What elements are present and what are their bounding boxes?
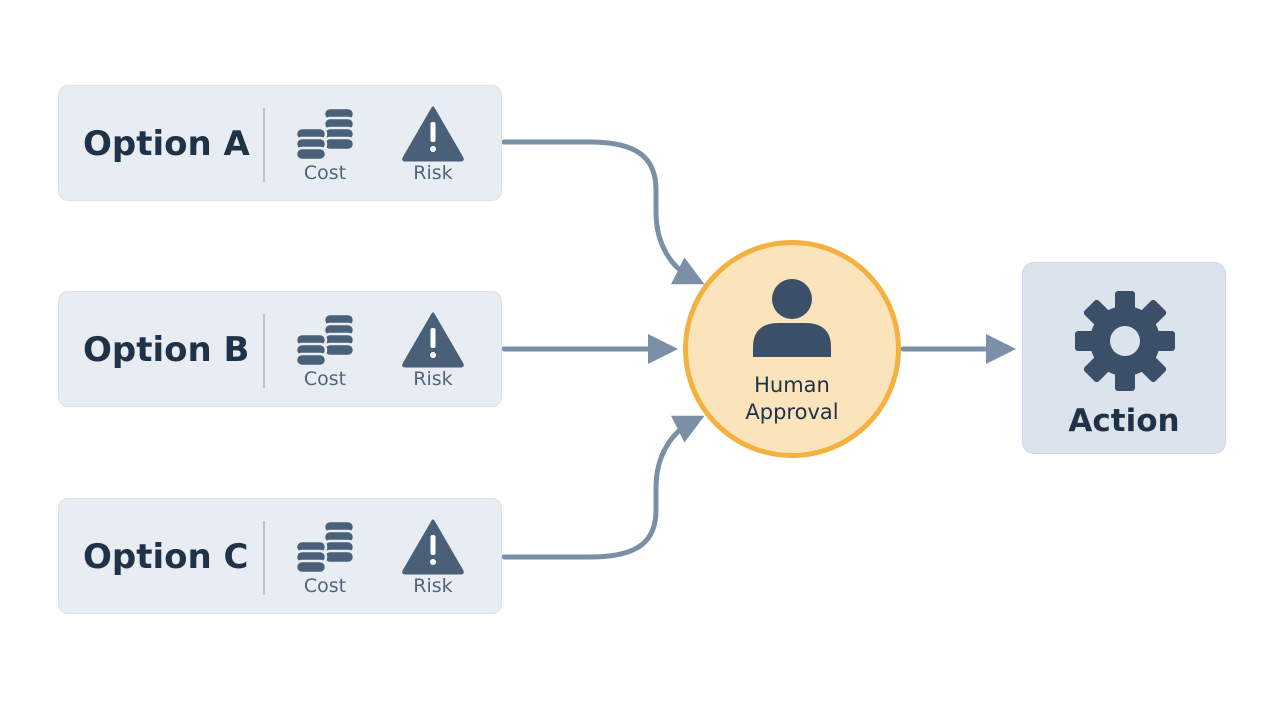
action-label: Action [1068,403,1180,439]
divider [263,314,265,388]
option-title: Option C [83,537,249,577]
option-card-c: Option C Cost Risk [58,498,502,614]
action-node: Action [1022,262,1226,454]
option-card-a: Option A Cost Risk [58,85,502,201]
risk-metric: Risk [393,104,473,188]
coins-stack-icon [294,312,356,368]
coins-stack-icon [294,519,356,575]
cost-label: Cost [303,575,347,597]
option-title: Option A [83,124,250,164]
option-card-b: Option B Cost Risk [58,291,502,407]
risk-label: Risk [413,162,453,184]
warning-triangle-icon [402,519,464,575]
divider [263,521,265,595]
coins-stack-icon [294,106,356,162]
risk-metric: Risk [393,310,473,394]
option-title: Option B [83,330,250,370]
warning-triangle-icon [402,312,464,368]
cost-metric: Cost [285,310,365,394]
connector-option-c-to-approval [501,415,705,560]
risk-label: Risk [413,575,453,597]
connector-option-a-to-approval [501,139,705,285]
gear-icon [1075,291,1175,391]
approval-label-line-2: Approval [745,400,839,424]
cost-label: Cost [303,368,347,390]
human-approval-node: Human Approval [683,240,901,458]
risk-label: Risk [413,368,453,390]
cost-metric: Cost [285,104,365,188]
cost-label: Cost [303,162,347,184]
cost-metric: Cost [285,517,365,601]
person-icon [753,279,831,357]
divider [263,108,265,182]
approval-label-line-1: Human [754,373,830,397]
warning-triangle-icon [402,106,464,162]
risk-metric: Risk [393,517,473,601]
